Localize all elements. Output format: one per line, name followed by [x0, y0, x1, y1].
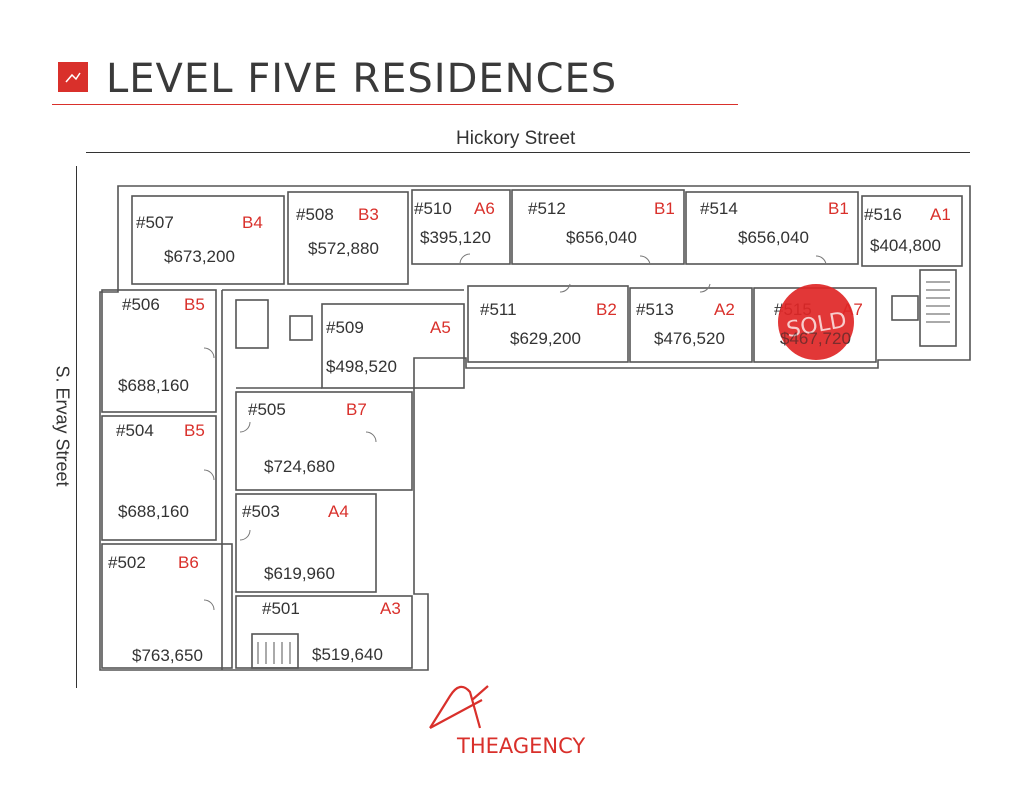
unit-number-510: #510 [414, 199, 452, 218]
unit-outline-502 [101, 543, 233, 669]
unit-price-504: $688,160 [118, 502, 189, 521]
unit-outline-516 [861, 195, 963, 267]
unit-price-501: $519,640 [312, 645, 383, 664]
sold-badge: SOLD [778, 284, 854, 360]
unit-type-516: A1 [930, 205, 951, 224]
unit-number-507: #507 [136, 213, 174, 232]
unit-outline-504 [101, 415, 217, 541]
unit-price-509: $498,520 [326, 357, 397, 376]
unit-outline-510 [411, 189, 511, 265]
unit-outline-505 [235, 391, 413, 491]
unit-type-508: B3 [358, 205, 379, 224]
unit-price-514: $656,040 [738, 228, 809, 247]
title-logo-icon [58, 62, 88, 92]
unit-price-503: $619,960 [264, 564, 335, 583]
corridor-line [221, 289, 464, 670]
shaft-box [289, 315, 313, 341]
stair-outline-bottom [251, 633, 299, 669]
unit-outline-511 [467, 285, 629, 363]
unit-outline-513 [629, 287, 753, 363]
unit-price-505: $724,680 [264, 457, 335, 476]
unit-outline-514 [685, 191, 859, 265]
unit-type-502: B6 [178, 553, 199, 572]
unit-type-513: A2 [714, 300, 735, 319]
elevator-outline [891, 295, 919, 321]
unit-type-504: B5 [184, 421, 205, 440]
unit-type-506: B5 [184, 295, 205, 314]
unit-price-511: $629,200 [510, 329, 581, 348]
unit-outline-506 [101, 289, 217, 413]
unit-type-501: A3 [380, 599, 401, 618]
agency-logo-icon [428, 682, 498, 737]
stair-outline-right [919, 269, 957, 347]
unit-number-503: #503 [242, 502, 280, 521]
unit-price-513: $476,520 [654, 329, 725, 348]
street-line-top [86, 152, 970, 153]
unit-number-513: #513 [636, 300, 674, 319]
unit-type-503: A4 [328, 502, 349, 521]
unit-type-514: B1 [828, 199, 849, 218]
unit-type-509: A5 [430, 318, 451, 337]
unit-type-512: B1 [654, 199, 675, 218]
unit-number-508: #508 [296, 205, 334, 224]
unit-number-504: #504 [116, 421, 154, 440]
page-title: LEVEL FIVE RESIDENCES [106, 56, 618, 102]
unit-number-501: #501 [262, 599, 300, 618]
unit-number-505: #505 [248, 400, 286, 419]
brand-name: THEAGENCY [457, 734, 586, 758]
core-box [235, 299, 269, 349]
unit-number-511: #511 [480, 300, 517, 319]
title-underline [52, 104, 738, 105]
street-line-left [76, 166, 77, 688]
unit-type-511: B2 [596, 300, 617, 319]
unit-outline-512 [511, 189, 685, 265]
unit-outline-509 [321, 303, 465, 389]
unit-number-516: #516 [864, 205, 902, 224]
unit-price-502: $763,650 [132, 646, 203, 665]
unit-price-516: $404,800 [870, 236, 941, 255]
unit-number-506: #506 [122, 295, 160, 314]
unit-price-507: $673,200 [164, 247, 235, 266]
unit-outline-507 [131, 195, 285, 285]
unit-price-512: $656,040 [566, 228, 637, 247]
unit-price-508: $572,880 [308, 239, 379, 258]
unit-price-506: $688,160 [118, 376, 189, 395]
unit-number-509: #509 [326, 318, 364, 337]
unit-type-505: B7 [346, 400, 367, 419]
unit-type-510: A6 [474, 199, 495, 218]
street-label-top: Hickory Street [456, 128, 576, 149]
building-outline [99, 185, 971, 671]
unit-number-502: #502 [108, 553, 146, 572]
unit-outline-508 [287, 191, 409, 285]
unit-outline-503 [235, 493, 377, 593]
unit-price-515-overlay: $467,720 [780, 329, 851, 348]
unit-price-510: $395,120 [420, 228, 491, 247]
unit-number-514: #514 [700, 199, 738, 218]
unit-number-512: #512 [528, 199, 566, 218]
unit-outline-501 [235, 595, 413, 669]
unit-type-507: B4 [242, 213, 263, 232]
